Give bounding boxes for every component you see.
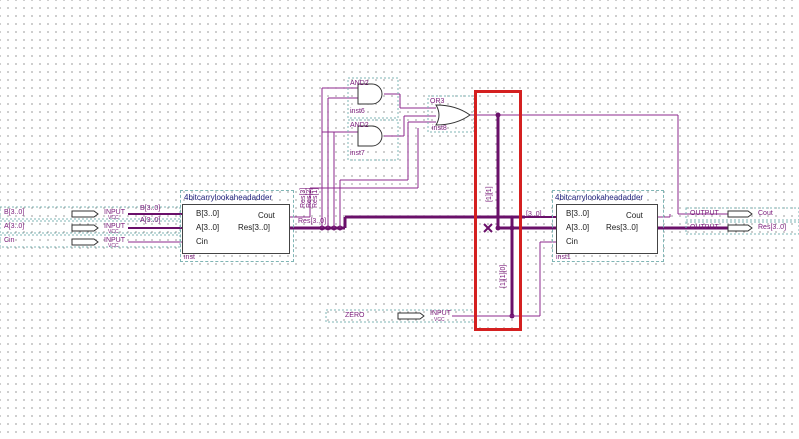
adder1-port-a: A[3..0] [196, 223, 220, 232]
and-gate-icon[interactable] [357, 125, 383, 147]
input-name-b: B[3..0] [4, 209, 25, 216]
adder1-port-res: Res[3..0] [238, 223, 271, 232]
input-vcc-b: VCC [108, 215, 119, 221]
output-name-res: Res[3..0] [758, 224, 787, 231]
adder1-instance: inst [184, 254, 195, 261]
gate-inst-or: inst8 [432, 125, 447, 132]
zero-input-vcc: VCC [434, 317, 445, 323]
net-label-b: B[3..0] [140, 205, 161, 212]
adder2-port-a: A[3..0] [566, 223, 590, 232]
adder1-port-cin: Cin [196, 237, 209, 246]
gate-type-and-1: AND2 [350, 80, 369, 87]
input-pin-b[interactable] [71, 210, 99, 218]
zero-input-name: ZERO [345, 312, 365, 319]
adder2-b-net: [3..0] [526, 211, 542, 218]
output-type-cout: OUTPUT [690, 210, 719, 217]
output-name-cout: Cout [758, 210, 773, 217]
adder2-frame [552, 190, 664, 262]
gate-inst-and-1: inst6 [350, 108, 365, 115]
adder2-port-b: B[3..0] [566, 209, 590, 218]
adder2-port-res: Res[3..0] [606, 223, 639, 232]
input-vcc-a: VCC [108, 229, 119, 235]
output-pin-res[interactable] [727, 224, 753, 232]
zero-input-type: INPUT [430, 310, 451, 317]
adder2-port-cout: Cout [626, 211, 643, 220]
input-pin-cin[interactable] [71, 238, 99, 246]
adder1-frame [180, 190, 294, 262]
adder2-block[interactable] [556, 204, 658, 254]
adder1-title: 4bitcarrylookaheadadder [184, 193, 273, 202]
input-pin-zero[interactable] [397, 312, 425, 320]
adder1-res-net: Res[3..0] [298, 218, 327, 225]
bus-tap-label-1: Res[1] [312, 187, 319, 208]
input-type-b: INPUT [104, 209, 125, 216]
adder1-port-b: B[3..0] [196, 209, 220, 218]
adder2-title: 4bitcarrylookaheadadder [555, 193, 644, 202]
and-gate-icon[interactable] [357, 83, 383, 105]
adder1-block[interactable] [182, 204, 290, 254]
input-name-a: A[3..0] [4, 223, 25, 230]
output-type-res: OUTPUT [690, 224, 719, 231]
or-gate-icon[interactable] [435, 104, 471, 126]
adder2-port-cin: Cin [566, 237, 579, 246]
input-type-cin: INPUT [104, 237, 125, 244]
gate-type-or: OR3 [430, 98, 445, 105]
gate-inst-and-2: inst7 [350, 150, 365, 157]
adder2-instance: inst1 [556, 254, 571, 261]
adder1-port-cout: Cout [258, 211, 275, 220]
unconnected-marker-icon [483, 223, 493, 233]
vertical-net-label-2: [1][1][0] [500, 264, 507, 288]
input-pin-a[interactable] [71, 224, 99, 232]
output-pin-cout[interactable] [727, 210, 753, 218]
gate-type-and-2: AND2 [350, 122, 369, 129]
vertical-net-label-1: [1][1] [486, 186, 493, 202]
selection-box[interactable] [474, 90, 522, 331]
input-name-cin: Cin [4, 237, 15, 244]
net-label-a: A[3..0] [140, 217, 161, 224]
input-type-a: INPUT [104, 223, 125, 230]
input-vcc-cin: VCC [108, 243, 119, 249]
